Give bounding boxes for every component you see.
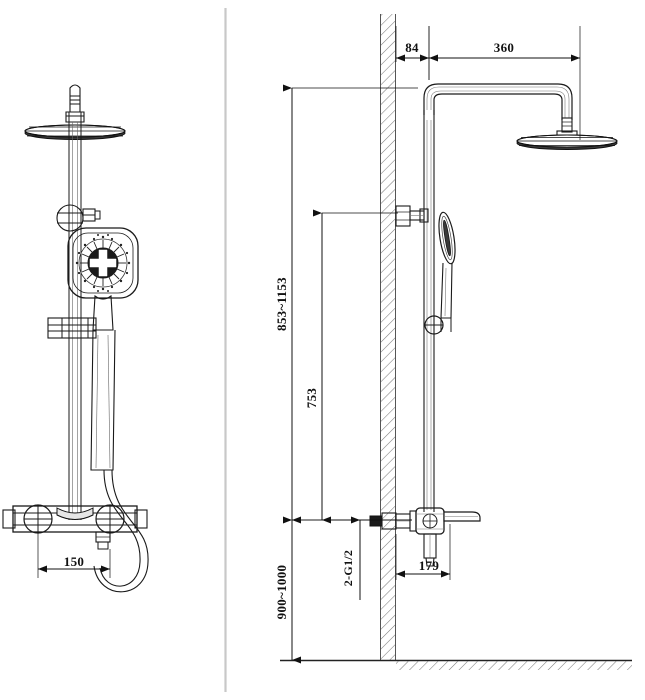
thermostatic-mixer-valve [369, 507, 481, 567]
overhead-rain-shower-head [24, 84, 126, 140]
left-view-front-elevation [2, 84, 149, 593]
right-view-side-elevation [369, 83, 618, 567]
dimension-2-g1-2-label: 2-G1/2 [341, 550, 355, 586]
dimension-179: 179 [395, 524, 451, 580]
dimension-150-label: 150 [64, 554, 84, 569]
thermostatic-mixer-valve [2, 504, 148, 550]
mixer-handle-left [23, 504, 53, 534]
riser-pipe [423, 110, 435, 512]
wall-section [380, 14, 396, 660]
outlet-spout [443, 511, 481, 522]
dimension-360: 360 [428, 26, 581, 140]
dimension-84: 84 [395, 26, 430, 80]
shower-arm [423, 83, 573, 120]
wall-bracket [395, 205, 429, 227]
dimension-2-g1-2: 2-G1/2 [341, 516, 361, 600]
hand-shower-head [67, 227, 139, 471]
dimension-753-label: 753 [304, 388, 319, 409]
mixer-handle-right [95, 504, 125, 534]
inlet-connector [369, 510, 417, 532]
riser-pipe [68, 112, 82, 520]
floor-line [280, 659, 632, 670]
dimension-853-1153: 853~1153 [274, 84, 418, 524]
dimension-84-label: 84 [405, 40, 419, 55]
dimension-179-label: 179 [419, 558, 440, 573]
hand-shower-holder [56, 204, 101, 232]
dimension-900-1000-label: 900~1000 [274, 565, 289, 620]
overhead-rain-shower-head [516, 117, 618, 150]
slide-bar-bracket [47, 317, 97, 339]
dimension-150: 150 [37, 533, 111, 578]
hand-shower-holder [424, 315, 444, 335]
dimension-853-1153-label: 853~1153 [274, 277, 289, 331]
dimension-360-label: 360 [494, 40, 514, 55]
hand-shower-head [424, 211, 456, 335]
